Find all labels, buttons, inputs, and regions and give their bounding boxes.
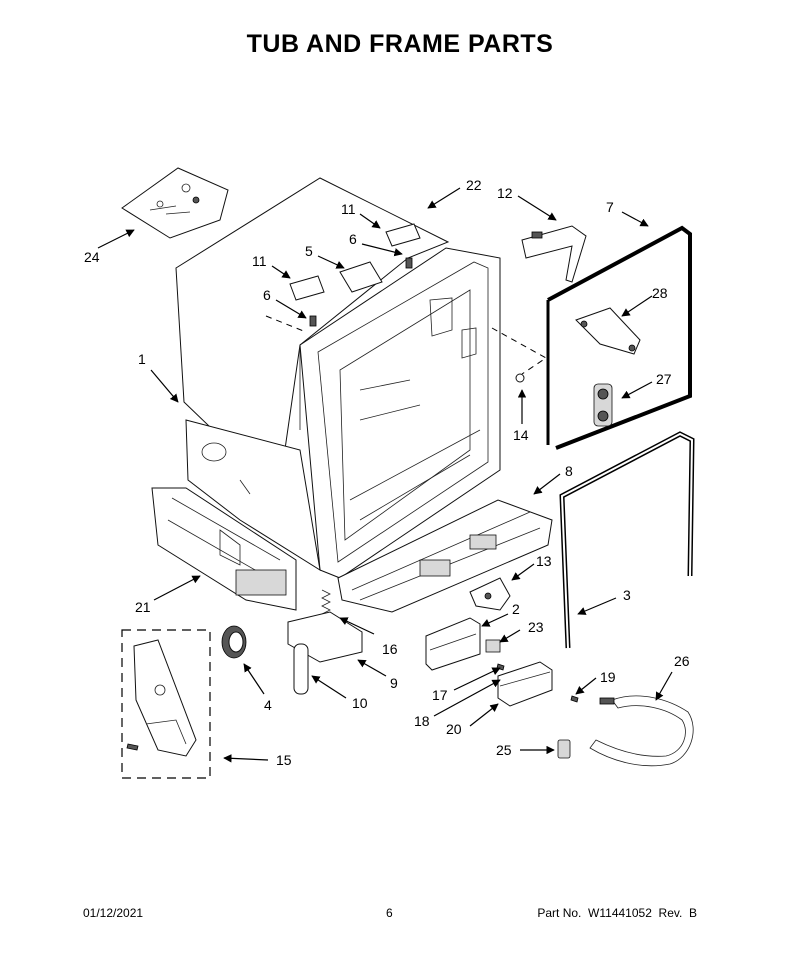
- footer-part-number: Part No. W11441052 Rev. B: [537, 906, 697, 920]
- callout-1: 1: [138, 351, 146, 367]
- callout-14: 14: [513, 427, 529, 443]
- control-housing: [425, 617, 481, 671]
- hinge-cover: [521, 225, 587, 283]
- callout-16: 16: [382, 641, 398, 657]
- page-title: TUB AND FRAME PARTS: [246, 30, 554, 58]
- callout-23: 23: [528, 619, 544, 635]
- wire-harness: [589, 695, 694, 767]
- callout-17: 17: [432, 687, 448, 703]
- pump-impeller: [221, 625, 247, 659]
- door-seal: [546, 225, 692, 450]
- hinge-bracket: [575, 307, 641, 355]
- callout-6a: 6: [349, 231, 357, 247]
- hinge-hardware: [289, 223, 421, 327]
- connector: [557, 739, 571, 759]
- reference-lines: [265, 315, 547, 383]
- callout-11b: 11: [252, 253, 267, 269]
- footer-page-number: 6: [386, 906, 393, 920]
- callout-21: 21: [135, 599, 151, 615]
- callout-12: 12: [497, 185, 513, 201]
- callout-22: 22: [466, 177, 482, 193]
- callout-4: 4: [264, 697, 272, 713]
- callout-5: 5: [305, 243, 313, 259]
- leader-arrows: [97, 187, 673, 763]
- base-frame: [151, 487, 297, 611]
- callout-20: 20: [446, 721, 462, 737]
- callout-19: 19: [600, 669, 616, 685]
- callout-26: 26: [674, 653, 690, 669]
- callout-7: 7: [606, 199, 614, 215]
- callout-10: 10: [352, 695, 368, 711]
- callout-9: 9: [390, 675, 398, 691]
- callout-25: 25: [496, 742, 512, 758]
- clip: [485, 639, 501, 653]
- roller-assembly: [593, 383, 613, 427]
- callout-11a: 11: [341, 201, 356, 217]
- screws: [496, 663, 579, 703]
- callout-8: 8: [565, 463, 573, 479]
- tub-body: [185, 247, 501, 579]
- dashed-assembly-box: [121, 629, 211, 779]
- door-gasket: [559, 431, 695, 649]
- callout-28: 28: [652, 285, 668, 301]
- control-module: [497, 661, 553, 707]
- callout-labels: 24 1 22 12 7 11 6 5 11 6 28 27 14 8 13 3…: [84, 177, 690, 768]
- callout-6b: 6: [263, 287, 271, 303]
- callout-15: 15: [276, 752, 292, 768]
- footer-date: 01/12/2021: [83, 906, 144, 920]
- callout-24: 24: [84, 249, 100, 265]
- callout-2: 2: [512, 601, 520, 617]
- base-frame-front: [337, 499, 553, 613]
- drain-hose: [293, 643, 309, 695]
- parts-bag: [121, 167, 229, 239]
- valve-bracket: [469, 577, 511, 611]
- callout-3: 3: [623, 587, 631, 603]
- callout-18: 18: [414, 713, 430, 729]
- callout-13: 13: [536, 553, 552, 569]
- callout-27: 27: [656, 371, 672, 387]
